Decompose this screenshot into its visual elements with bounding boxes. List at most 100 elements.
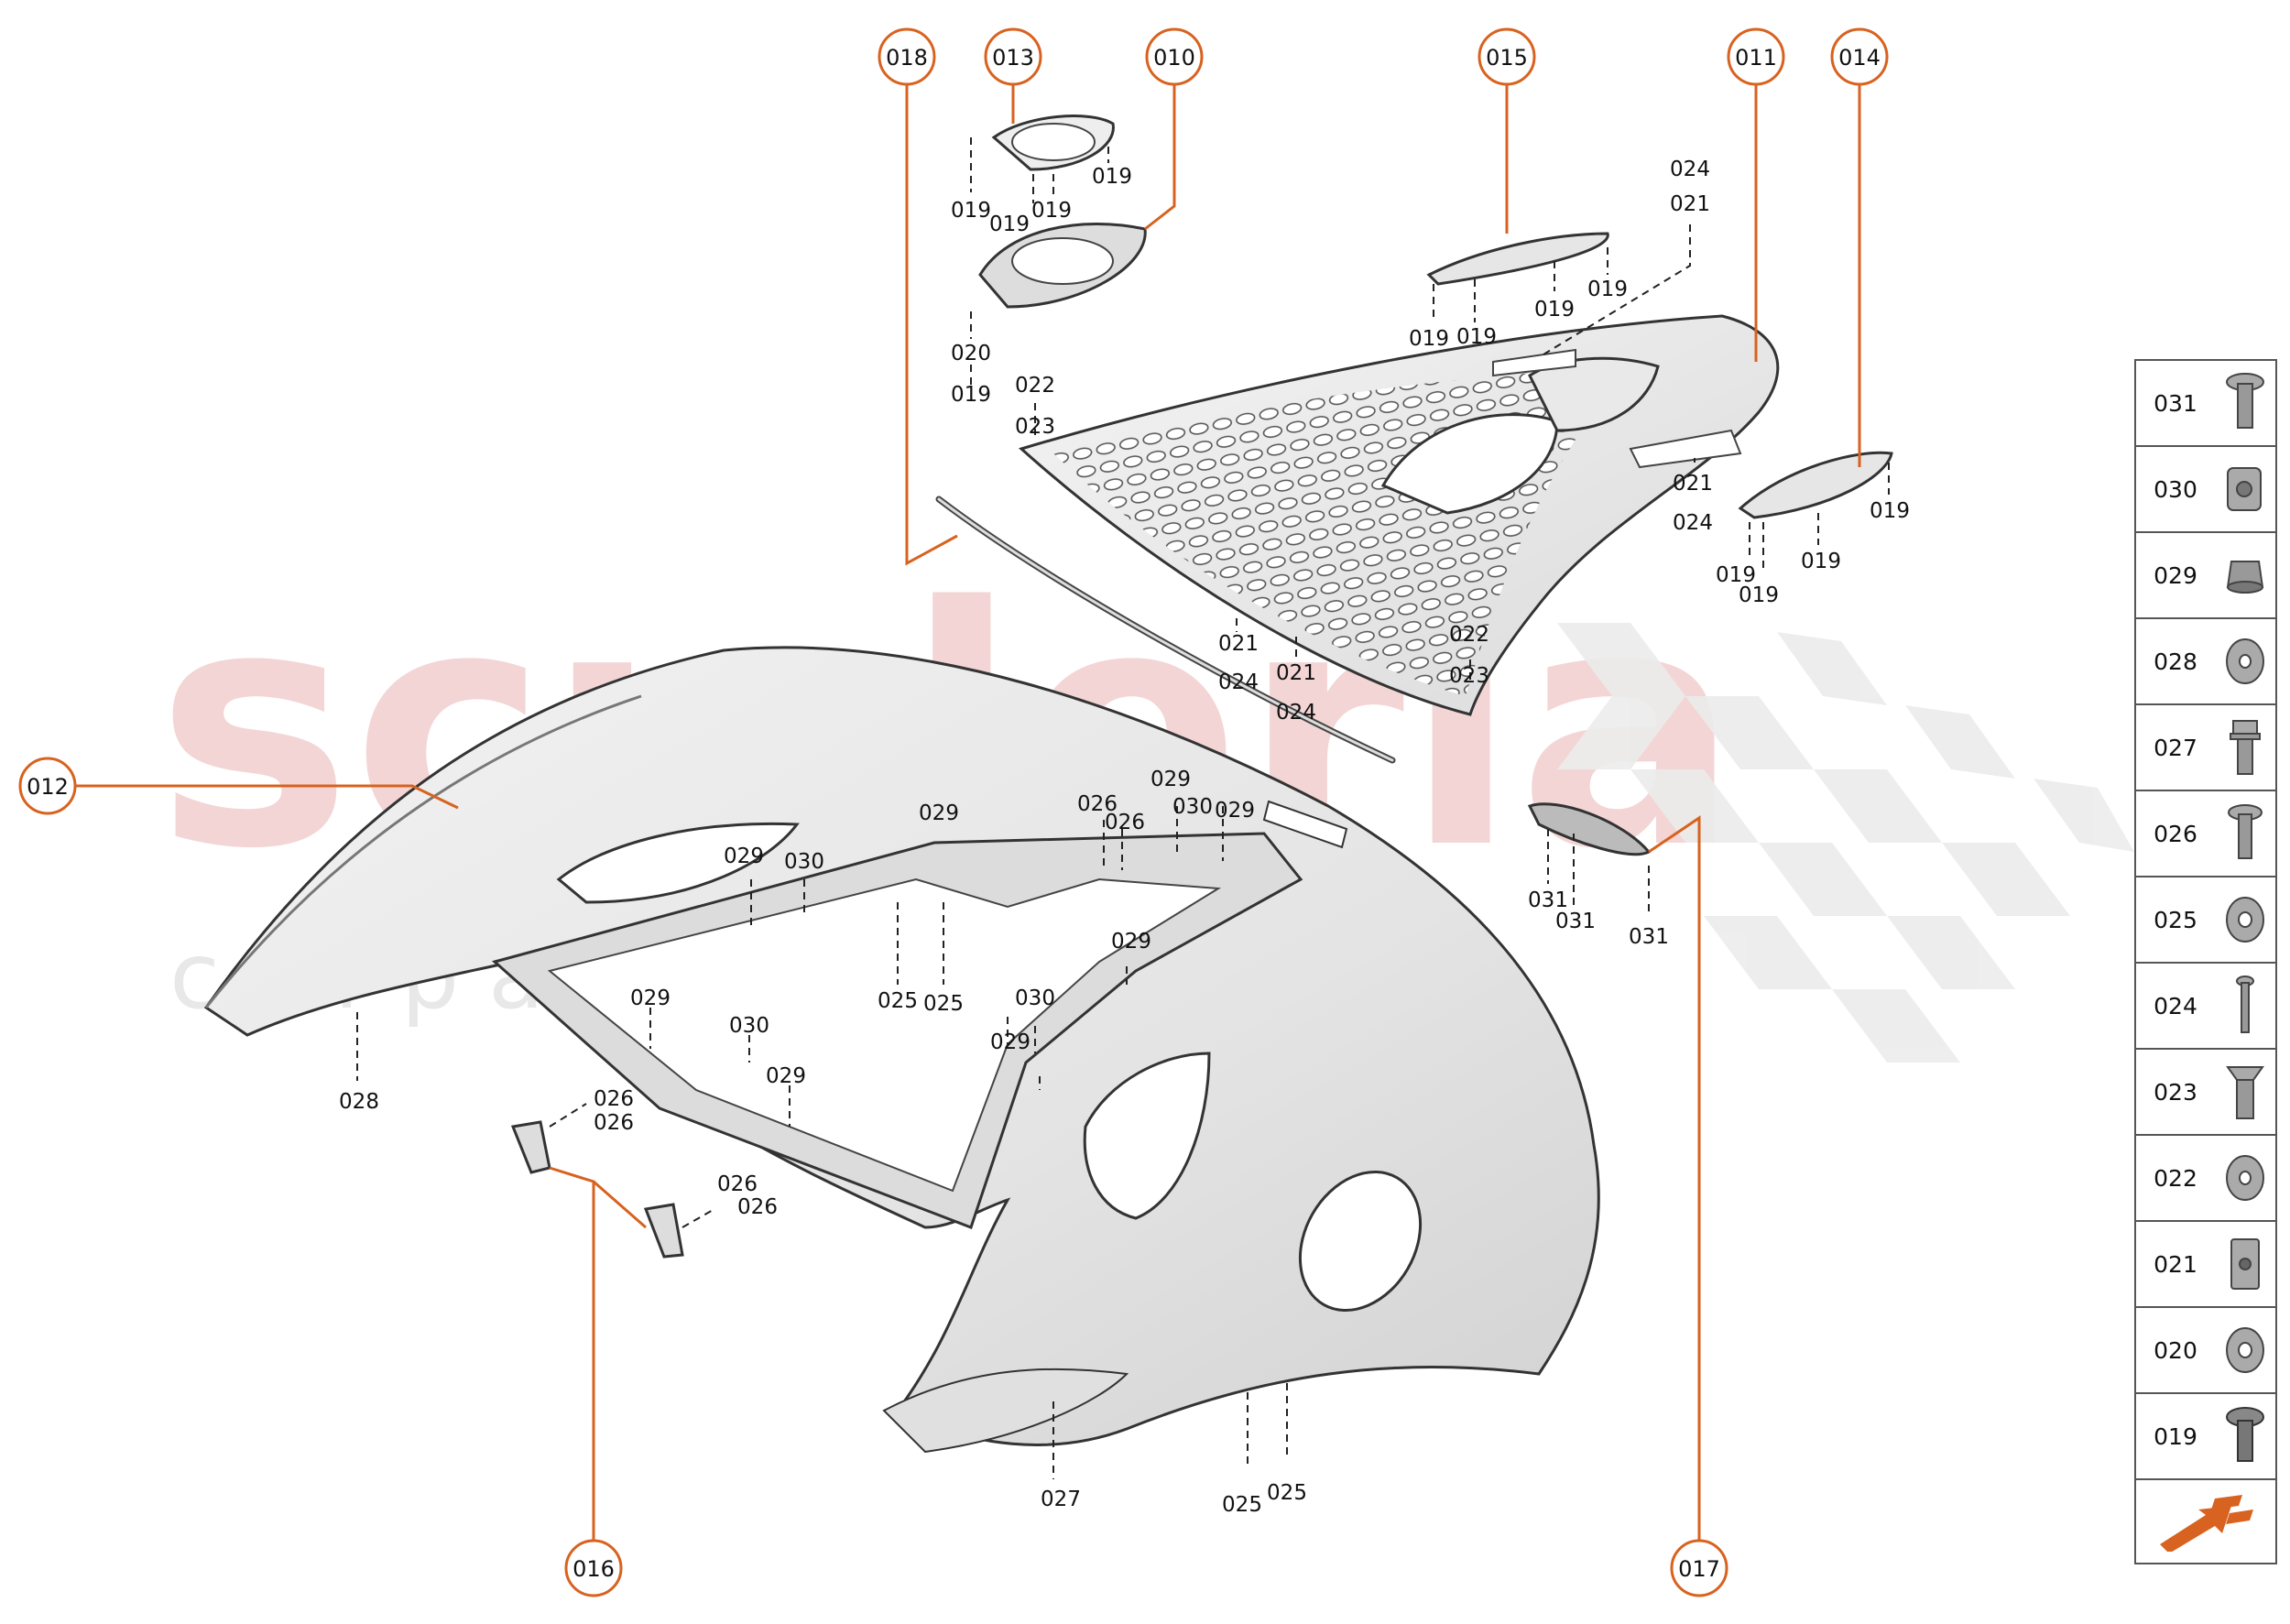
callout-014: 014 <box>1838 45 1881 71</box>
legend-code: 023 <box>2154 1078 2197 1106</box>
screw-icon <box>2215 364 2275 442</box>
callout-012: 012 <box>27 774 69 800</box>
checkered-flag-mark <box>1557 623 2134 1063</box>
part-label: 026 <box>717 1172 758 1196</box>
legend-code: 022 <box>2154 1164 2197 1192</box>
part-label: 019 <box>989 213 1030 236</box>
part-label: 025 <box>1267 1481 1307 1505</box>
part-label: 029 <box>766 1064 806 1088</box>
trim-ring-010 <box>978 222 1147 309</box>
legend-code: 029 <box>2154 561 2197 589</box>
part-label: 019 <box>951 199 991 223</box>
callout-leaders <box>69 78 1861 1546</box>
part-label: 021 <box>1670 192 1710 216</box>
hex-bolt-icon <box>2215 708 2275 787</box>
legend-row-031[interactable]: 031 <box>2136 361 2275 447</box>
part-label: 031 <box>1528 888 1568 912</box>
part-label: 029 <box>630 986 671 1010</box>
part-label: 024 <box>1218 670 1259 694</box>
part-label: 030 <box>1172 795 1213 819</box>
legend-row-024[interactable]: 024 <box>2136 964 2275 1050</box>
perforated-cover-panel <box>1019 314 1780 716</box>
part-label: 024 <box>1670 158 1710 181</box>
legend-code: 020 <box>2154 1336 2197 1364</box>
part-label: 029 <box>919 801 959 825</box>
legend-row-026[interactable]: 026 <box>2136 791 2275 877</box>
part-label: 022 <box>1449 623 1489 647</box>
part-label: 024 <box>1276 701 1316 725</box>
part-label: 028 <box>339 1090 379 1114</box>
legend-row-023[interactable]: 023 <box>2136 1050 2275 1136</box>
part-label: 019 <box>1870 499 1910 523</box>
part-label: 030 <box>729 1014 769 1038</box>
washer-icon <box>2215 1139 2275 1217</box>
callout-011: 011 <box>1735 45 1777 71</box>
clip-nut-icon <box>2215 450 2275 529</box>
part-label: 019 <box>1587 278 1628 301</box>
countersunk-bolt-icon <box>2215 1052 2275 1131</box>
dashed-leaders <box>356 137 1890 1479</box>
part-label: 029 <box>724 845 764 868</box>
legend-row-022[interactable]: 022 <box>2136 1136 2275 1222</box>
legend-row-025[interactable]: 025 <box>2136 877 2275 964</box>
legend-row-021[interactable]: 021 <box>2136 1222 2275 1308</box>
part-label: 019 <box>1092 165 1132 189</box>
part-label: 026 <box>1105 811 1145 834</box>
fastener-legend: 031 030 029 028 027 026 025 <box>2134 359 2277 1564</box>
small-bracket-013 <box>991 114 1115 171</box>
callout-018: 018 <box>886 45 928 71</box>
part-label: 030 <box>784 850 824 874</box>
callout-016: 016 <box>572 1556 615 1582</box>
vent-014 <box>1738 451 1893 519</box>
part-label: 019 <box>1409 327 1449 351</box>
part-label: 029 <box>1150 768 1191 791</box>
legend-row-030[interactable]: 030 <box>2136 447 2275 533</box>
engine-cover-shell <box>203 646 1600 1454</box>
part-label: 030 <box>1015 986 1055 1010</box>
legend-row-028[interactable]: 028 <box>2136 619 2275 705</box>
legend-row-019[interactable]: 019 <box>2136 1394 2275 1480</box>
part-label: 031 <box>1629 925 1669 949</box>
sheet-nut-icon <box>2215 1225 2275 1303</box>
part-label: 029 <box>1111 930 1151 954</box>
legend-code: 021 <box>2154 1250 2197 1278</box>
legend-code: 024 <box>2154 992 2197 1019</box>
part-label: 019 <box>1716 563 1756 587</box>
callout-015: 015 <box>1486 45 1528 71</box>
legend-code: 030 <box>2154 475 2197 503</box>
washer-icon <box>2215 1311 2275 1390</box>
part-label: 019 <box>1031 199 1072 223</box>
legend-row-029[interactable]: 029 <box>2136 533 2275 619</box>
screw-icon <box>2215 1397 2275 1476</box>
legend-row-027[interactable]: 027 <box>2136 705 2275 791</box>
next-page-button[interactable] <box>2136 1480 2275 1563</box>
brackets-016 <box>510 1120 684 1259</box>
part-label: 026 <box>594 1087 634 1111</box>
legend-code: 026 <box>2154 820 2197 847</box>
legend-code: 019 <box>2154 1422 2197 1450</box>
part-label: 026 <box>594 1111 634 1135</box>
part-label: 022 <box>1015 374 1055 398</box>
part-label: 021 <box>1218 632 1259 656</box>
part-label: 019 <box>1534 298 1575 322</box>
part-label: 029 <box>1215 799 1255 823</box>
callout-017: 017 <box>1678 1556 1720 1582</box>
part-label: 020 <box>951 342 991 365</box>
legend-code: 027 <box>2154 734 2197 761</box>
legend-code: 031 <box>2154 389 2197 417</box>
legend-row-020[interactable]: 020 <box>2136 1308 2275 1394</box>
part-label: 023 <box>1015 415 1055 439</box>
callout-circles <box>18 27 1889 1597</box>
part-label: 025 <box>878 989 918 1013</box>
vent-015 <box>1426 232 1609 286</box>
part-label: 029 <box>990 1030 1030 1054</box>
part-label: 025 <box>923 992 964 1016</box>
part-label: 031 <box>1555 910 1596 933</box>
part-label: 019 <box>1739 583 1779 607</box>
washer-icon <box>2215 880 2275 959</box>
flange-screw-icon <box>2215 794 2275 873</box>
part-label: 023 <box>1449 664 1489 688</box>
legend-code: 028 <box>2154 648 2197 675</box>
part-label: 024 <box>1673 511 1713 535</box>
